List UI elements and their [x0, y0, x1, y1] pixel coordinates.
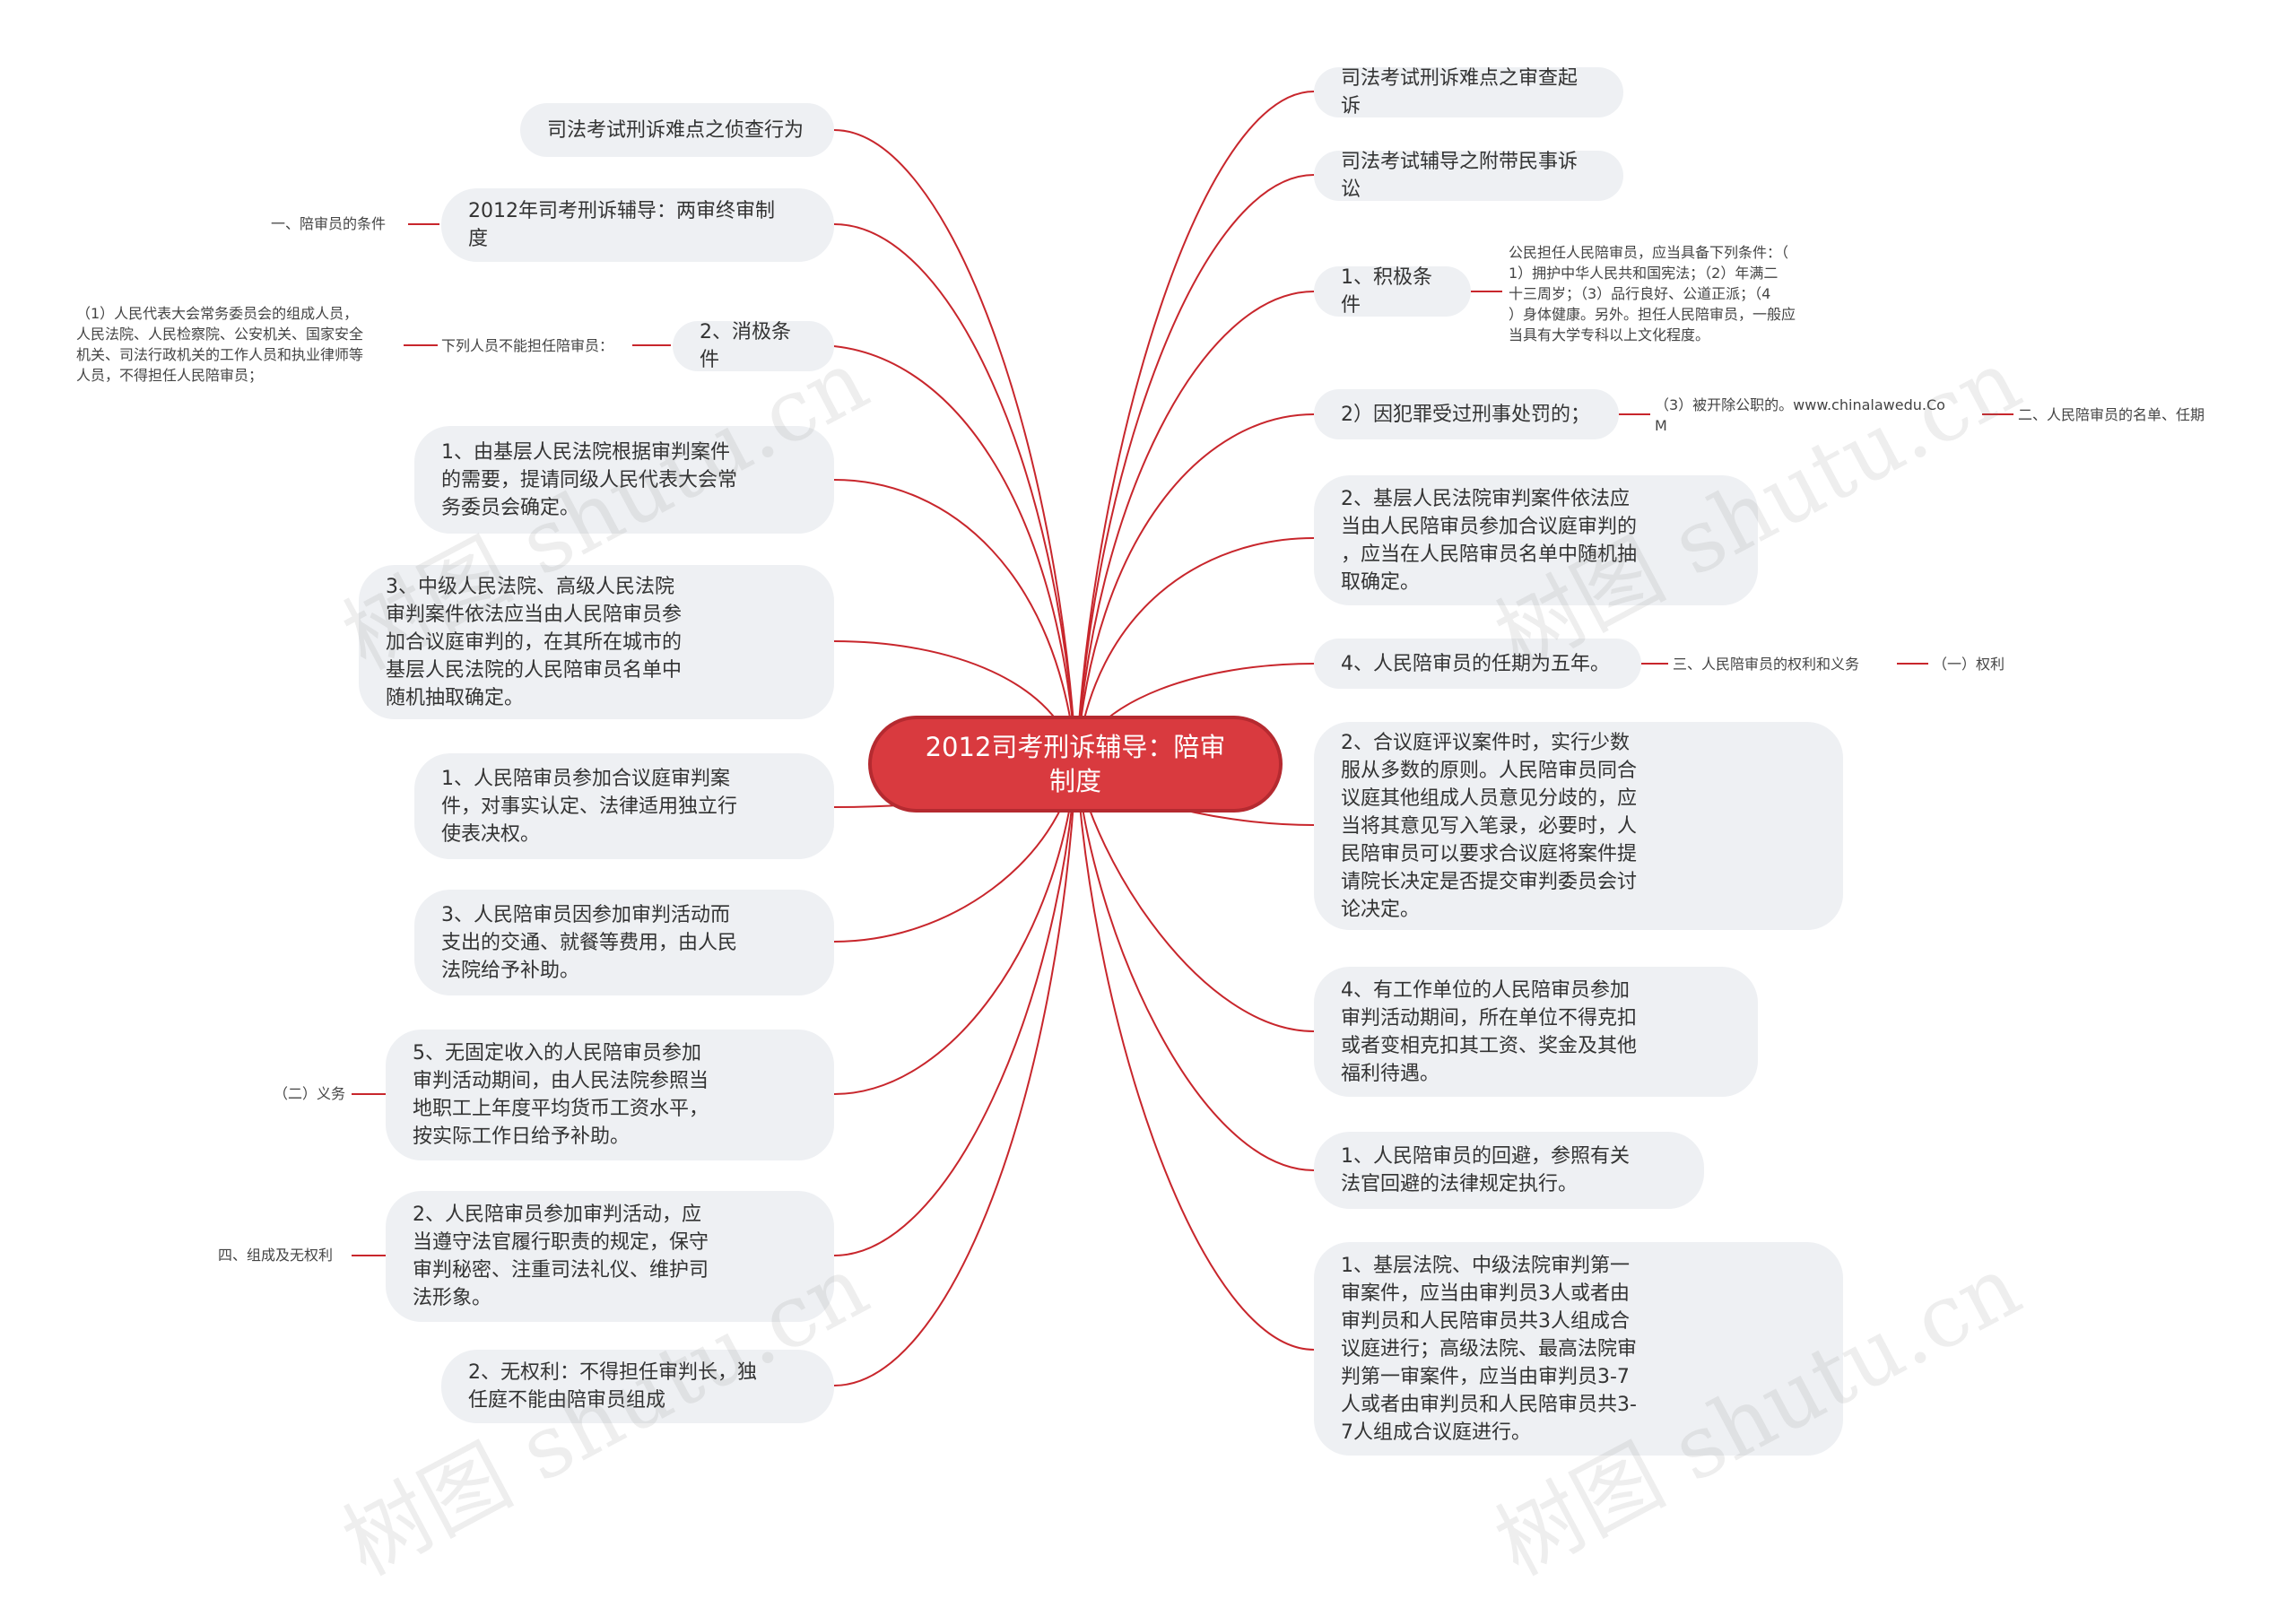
- topic-right-collegial-panel[interactable]: 1、基层法院、中级法院审判第一 审案件，应当由审判员3人或者由 审判员和人民陪审…: [1314, 1242, 1843, 1456]
- topic-right-random-selection[interactable]: 2、基层人民法院审判案件依法应 当由人民陪审员参加合议庭审判的 ，应当在人民陪审…: [1314, 475, 1758, 605]
- topic-right-positive-conditions[interactable]: 1、积极条件: [1314, 266, 1471, 317]
- topic-left-intermediate-court[interactable]: 3、中级人民法院、高级人民法院 审判案件依法应当由人民陪审员参 加合议庭审判的，…: [359, 565, 834, 719]
- link-left-4: [833, 479, 1077, 763]
- leaf-composition-no-rights: 四、组成及无权利: [218, 1247, 334, 1264]
- link-right-2: [1075, 174, 1315, 763]
- topic-right-majority-rule[interactable]: 2、合议庭评议案件时，实行少数 服从多数的原则。人民陪审员同合 议庭其他组成人员…: [1314, 722, 1843, 930]
- link-right-1: [1075, 91, 1315, 763]
- leaf-roster-and-term: 二、人民陪审员的名单、任期: [2018, 406, 2205, 423]
- leaf-rights-and-obligations: 三、人民陪审员的权利和义务: [1673, 656, 1860, 673]
- topic-right-criminal-record[interactable]: 2）因犯罪受过刑事处罚的；: [1314, 389, 1619, 439]
- topic-left-conduct-rules[interactable]: 2、人民陪审员参加审判活动，应 当遵守法官履行职责的规定，保守 审判秘密、注重司…: [386, 1191, 834, 1322]
- topic-right-term-five-years[interactable]: 4、人民陪审员的任期为五年。: [1314, 639, 1641, 689]
- leaf-dismissed-from-office: （3）被开除公职的。www.chinalawedu.Co M: [1655, 396, 1945, 434]
- topic-right-employer-obligation[interactable]: 4、有工作单位的人民陪审员参加 审判活动期间，所在单位不得克扣 或者变相克扣其工…: [1314, 967, 1758, 1097]
- topic-left-basic-court-determine[interactable]: 1、由基层人民法院根据审判案件 的需要，提请同级人民代表大会常 务委员会确定。: [414, 426, 834, 534]
- link-left-8: [833, 761, 1077, 1095]
- topic-left-expense-subsidy[interactable]: 3、人民陪审员因参加审判活动而 支出的交通、就餐等费用，由人民 法院给予补助。: [414, 890, 834, 995]
- topic-left-two-instance[interactable]: 2012年司考刑诉辅导：两审终审制 度: [441, 188, 834, 262]
- leaf-positive-conditions-detail: 公民担任人民陪审员，应当具备下列条件：（ 1）拥护中华人民共和国宪法；（2）年满…: [1509, 244, 1796, 343]
- link-left-2: [833, 223, 1077, 763]
- topic-left-negative-conditions[interactable]: 2、消极条件: [673, 321, 834, 371]
- topic-left-no-rights[interactable]: 2、无权利：不得担任审判长，独 任庭不能由陪审员组成: [441, 1350, 834, 1423]
- leaf-ineligible-persons: 下列人员不能担任陪审员：: [441, 337, 614, 354]
- link-left-9: [833, 761, 1077, 1256]
- link-right-9: [1075, 761, 1315, 1171]
- link-left-10: [833, 761, 1077, 1386]
- leaf-ineligible-list: （1）人民代表大会常务委员会的组成人员， 人民法院、人民检察院、公安机关、国家安…: [76, 305, 364, 384]
- topic-left-voting-right[interactable]: 1、人民陪审员参加合议庭审判案 件，对事实认定、法律适用独立行 使表决权。: [414, 753, 834, 859]
- topic-left-no-income-subsidy[interactable]: 5、无固定收入的人民陪审员参加 审判活动期间，由人民法院参照当 地职工上年度平均…: [386, 1030, 834, 1160]
- root-topic[interactable]: 2012司考刑诉辅导：陪审 制度: [868, 716, 1283, 813]
- link-left-1: [833, 129, 1077, 763]
- topic-right-civil-action[interactable]: 司法考试辅导之附带民事诉讼: [1314, 151, 1623, 201]
- topic-right-prosecution-review[interactable]: 司法考试刑诉难点之审查起诉: [1314, 67, 1623, 117]
- leaf-juror-conditions: 一、陪审员的条件: [271, 215, 387, 232]
- link-right-10: [1075, 761, 1315, 1351]
- topic-right-recusal[interactable]: 1、人民陪审员的回避，参照有关 法官回避的法律规定执行。: [1314, 1132, 1704, 1209]
- link-right-3: [1075, 291, 1315, 763]
- link-right-4: [1075, 413, 1315, 763]
- link-left-3: [815, 344, 1077, 763]
- leaf-obligations: （二）义务: [274, 1085, 346, 1102]
- leaf-rights: （一）权利: [1933, 656, 2005, 673]
- topic-left-investigation[interactable]: 司法考试刑诉难点之侦查行为: [520, 103, 834, 157]
- link-right-5: [1075, 537, 1315, 763]
